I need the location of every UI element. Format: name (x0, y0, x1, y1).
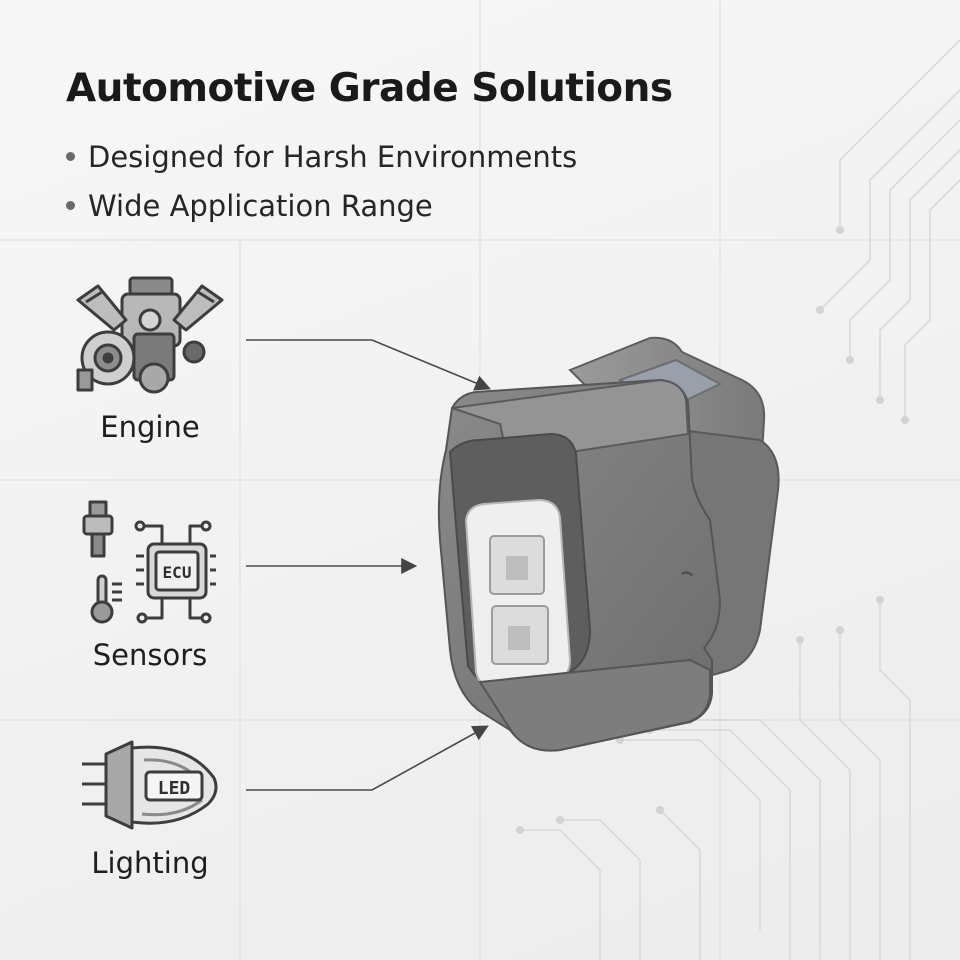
application-label-lighting: Lighting (91, 846, 209, 880)
application-label-engine: Engine (100, 410, 200, 444)
led-badge-text: LED (158, 778, 191, 799)
feature-item: Wide Application Range (66, 181, 577, 230)
page-title: Automotive Grade Solutions (66, 66, 673, 111)
feature-item: Designed for Harsh Environments (66, 132, 577, 181)
bullet-icon (66, 152, 75, 161)
feature-text: Designed for Harsh Environments (88, 139, 578, 174)
feature-list: Designed for Harsh Environments Wide App… (66, 132, 577, 230)
led-headlight-icon: LED (82, 740, 218, 830)
engine-icon (76, 276, 224, 394)
sensors-ecu-icon: ECU (82, 500, 216, 624)
arrow-engine (246, 339, 491, 391)
arrow-lighting (246, 725, 489, 791)
ecu-badge-text: ECU (163, 563, 192, 582)
bullet-icon (66, 201, 75, 210)
feature-text: Wide Application Range (88, 188, 433, 223)
connector-image (437, 336, 780, 752)
application-label-sensors: Sensors (92, 638, 208, 672)
